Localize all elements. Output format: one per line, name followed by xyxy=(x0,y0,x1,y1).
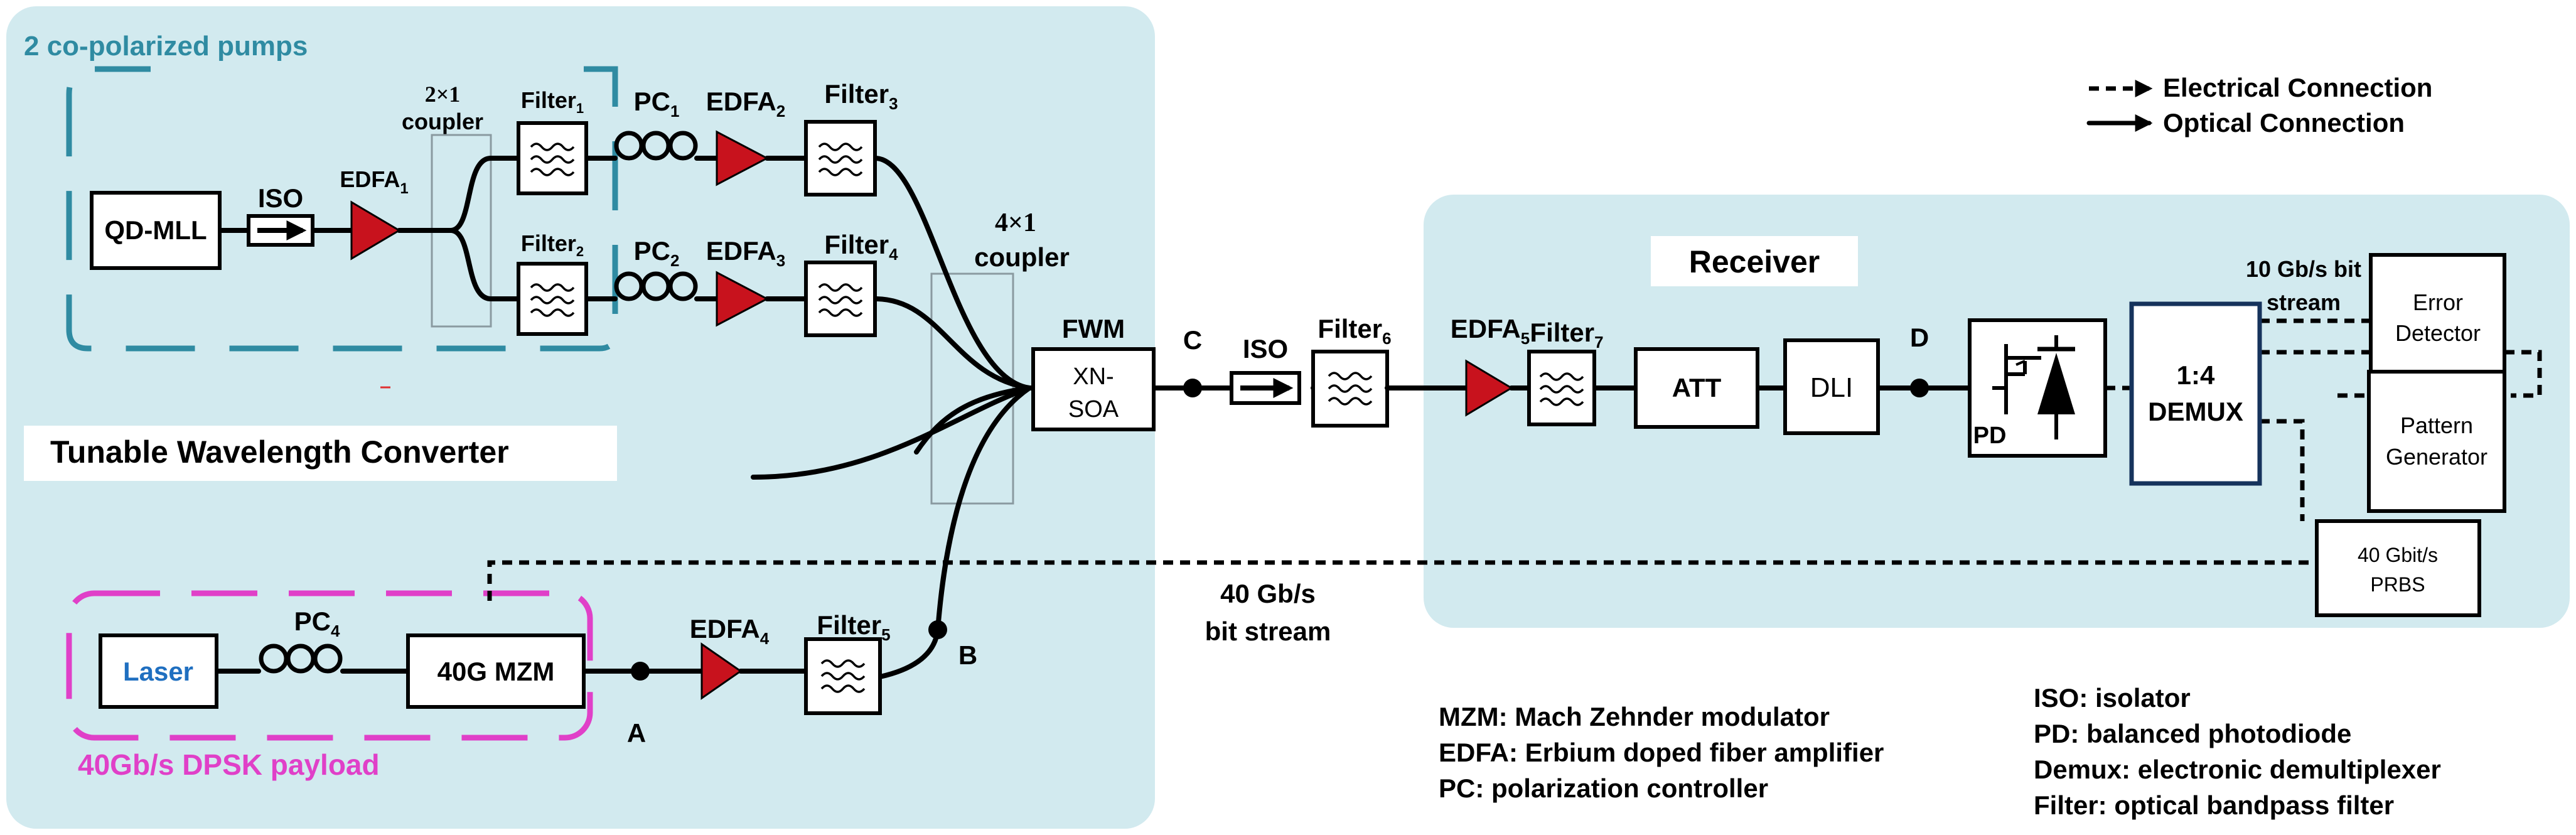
att-box xyxy=(1634,347,1759,429)
pc4-label: PC4 xyxy=(294,606,340,640)
mzm-label: 40G MZM xyxy=(437,657,555,686)
dli-label: DLI xyxy=(1810,372,1853,403)
pc1-label: PC1 xyxy=(634,87,680,121)
laser-label: Laser xyxy=(123,657,193,686)
edfa5-label: EDFA5 xyxy=(1451,314,1530,348)
filter2-box xyxy=(517,262,588,336)
demux-line2: DEMUX xyxy=(2148,397,2243,426)
fwm-label: FWM xyxy=(1062,314,1125,343)
qd-mll-label: QD-MLL xyxy=(104,215,207,245)
point-d-label: D xyxy=(1910,323,1929,352)
coupler-4x1-label: coupler xyxy=(974,242,1070,272)
edfa2-label: EDFA2 xyxy=(706,87,785,121)
filter4-label: Filter4 xyxy=(824,230,898,264)
prbs-box xyxy=(2315,519,2481,617)
xn-soa-line1: XN- xyxy=(1073,364,1114,390)
xn-soa-line2: SOA xyxy=(1068,396,1119,423)
pc2-label: PC2 xyxy=(634,236,680,270)
legend-electrical-label: Electrical Connection xyxy=(2163,73,2432,102)
coupler-2x1-label: coupler xyxy=(402,109,483,134)
prbs-line2: PRBS xyxy=(2370,573,2425,596)
laser-box xyxy=(99,633,218,709)
edfa1-amplifier-icon xyxy=(350,200,401,261)
pumps-title: 2 co-polarized pumps xyxy=(24,31,308,62)
photodiode-icon xyxy=(1992,335,2075,439)
abbr-right-4: Filter: optical bandpass filter xyxy=(2034,790,2394,820)
error-detector-box xyxy=(2369,253,2506,374)
pattern-generator-line2: Generator xyxy=(2386,444,2487,470)
point-c-label: C xyxy=(1183,325,1202,355)
point-b-label: B xyxy=(958,640,977,670)
payload-title: 40Gb/s DPSK payload xyxy=(78,748,380,781)
att-label: ATT xyxy=(1672,373,1722,402)
abbr-right-3: Demux: electronic demultiplexer xyxy=(2034,755,2441,784)
pattern-generator-line1: Pattern xyxy=(2400,412,2473,438)
filter2-label: Filter2 xyxy=(521,230,584,259)
edfa5-amplifier-icon xyxy=(1465,359,1513,417)
edfa4-label: EDFA4 xyxy=(690,614,770,648)
point-b-dot xyxy=(928,620,947,639)
filter7-label: Filter7 xyxy=(1530,318,1603,352)
point-a-label: A xyxy=(627,718,646,748)
edfa3-label: EDFA3 xyxy=(706,236,785,270)
stream-40g-line1: 40 Gb/s xyxy=(1220,579,1316,608)
converter-title-box xyxy=(24,426,617,481)
receiver-title-box xyxy=(1651,236,1858,286)
stream-40g-line2: bit stream xyxy=(1205,617,1331,646)
filter6-label: Filter6 xyxy=(1318,314,1391,348)
error-detector-line1: Error xyxy=(2413,289,2463,315)
stream-10g-line2: stream xyxy=(2267,289,2341,315)
abbr-left-1: MZM: Mach Zehnder modulator xyxy=(1439,702,1830,731)
filter1-label: Filter1 xyxy=(521,87,584,116)
abbr-right-1: ISO: isolator xyxy=(2034,683,2191,713)
demux-box xyxy=(2129,301,2262,486)
filter3-label: Filter3 xyxy=(824,79,898,113)
converter-panel xyxy=(6,6,1155,829)
coupler-4x1-ratio: 4×1 xyxy=(995,208,1036,237)
edfa4-amplifier-icon xyxy=(700,642,743,700)
pumps-group-border xyxy=(66,66,618,352)
xn-soa-box xyxy=(1031,347,1156,431)
pattern-generator-box xyxy=(2367,370,2506,513)
legend-optical-label: Optical Connection xyxy=(2163,108,2405,137)
receiver-title: Receiver xyxy=(1689,244,1820,279)
point-d-dot xyxy=(1910,379,1929,397)
iso-label: ISO xyxy=(258,183,303,213)
filter3-box xyxy=(804,120,877,197)
pd-label: PD xyxy=(1973,423,2007,449)
coupler-2x1-ratio: 2×1 xyxy=(425,82,461,107)
abbr-right-2: PD: balanced photodiode xyxy=(2034,719,2351,748)
error-detector-line2: Detector xyxy=(2395,320,2481,346)
stream-10g-line1: 10 Gb/s bit xyxy=(2246,256,2361,282)
payload-group-border xyxy=(66,590,593,741)
prbs-line1: 40 Gbit/s xyxy=(2358,544,2438,566)
converter-title: Tunable Wavelength Converter xyxy=(50,434,509,470)
iso2-label: ISO xyxy=(1243,334,1288,364)
dli-box xyxy=(1783,338,1880,435)
qd-mll-box xyxy=(90,191,222,270)
abbr-left-2: EDFA: Erbium doped fiber amplifier xyxy=(1439,738,1884,767)
filter5-label: Filter5 xyxy=(817,610,890,644)
mzm-box xyxy=(406,633,586,709)
edfa3-amplifier-icon xyxy=(716,271,770,327)
edfa2-amplifier-icon xyxy=(716,130,770,186)
abbr-left-3: PC: polarization controller xyxy=(1439,773,1768,803)
point-a-dot xyxy=(631,662,650,681)
edfa1-label: EDFA1 xyxy=(340,166,408,197)
point-c-dot xyxy=(1183,379,1202,397)
demux-line1: 1:4 xyxy=(2177,360,2215,390)
